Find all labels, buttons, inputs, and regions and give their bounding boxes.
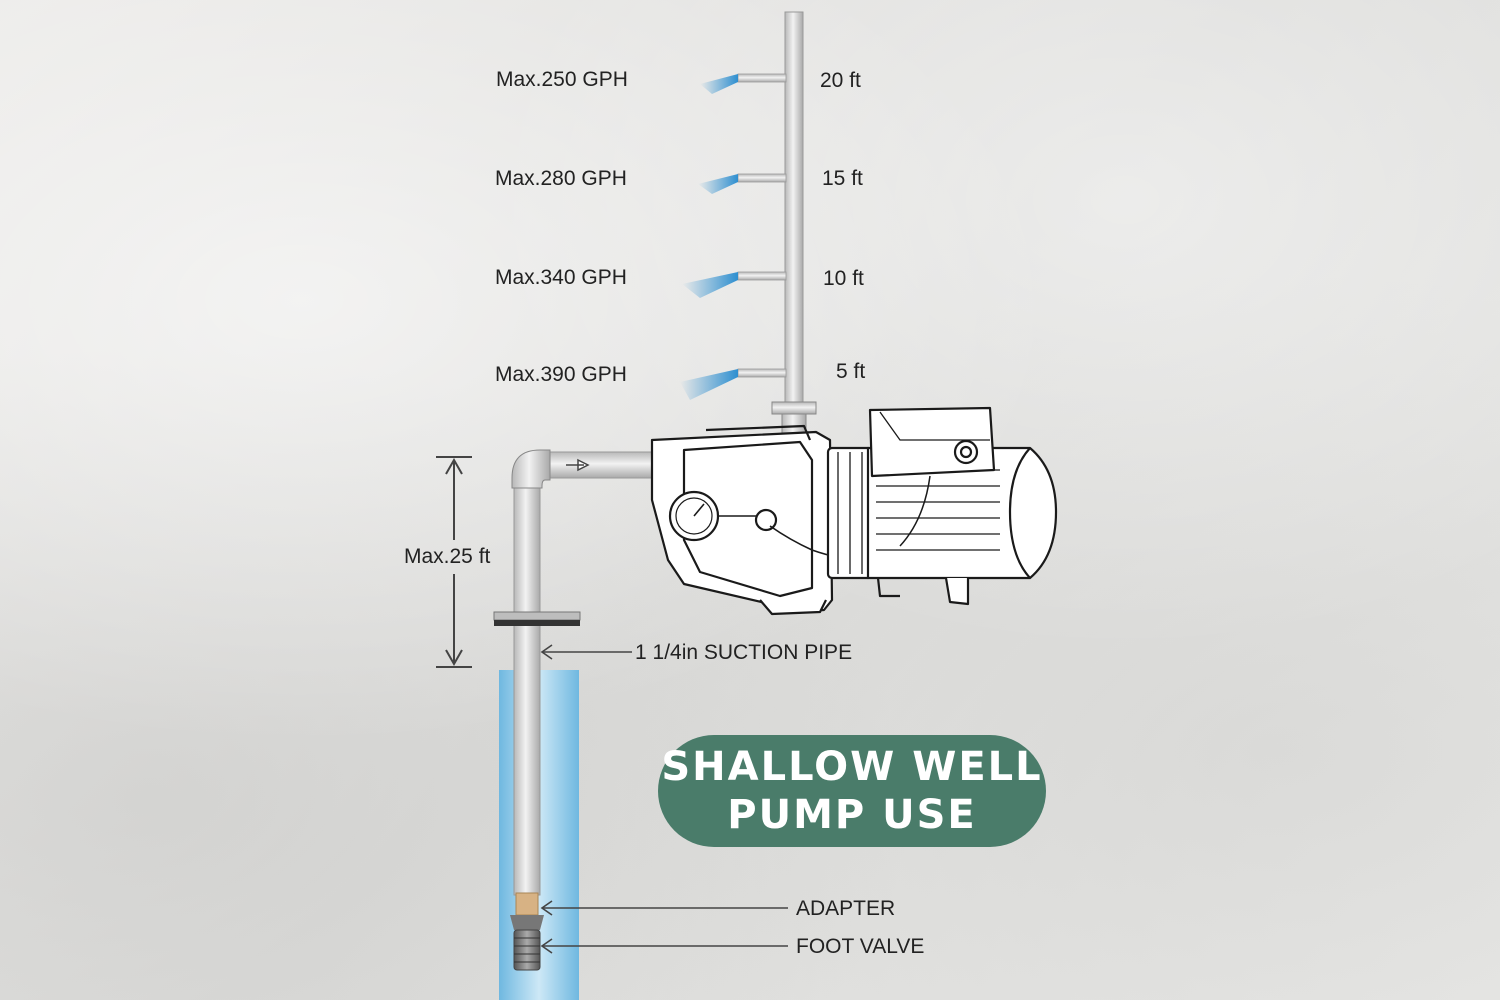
adapter-label: ADAPTER (796, 897, 896, 920)
foot-valve (510, 915, 544, 971)
discharge-pipe-neck (781, 413, 807, 435)
badge-line-2: PUMP USE (727, 792, 977, 838)
discharge-pipe (784, 11, 804, 413)
outlet-height-label-10ft: 10 ft (823, 267, 864, 290)
leader-lines (540, 644, 788, 954)
outlet-flow-label-20ft: Max.250 GPH (496, 68, 628, 91)
outlet-flow-label-10ft: Max.340 GPH (495, 266, 627, 289)
outlet-height-label-5ft: 5 ft (836, 360, 866, 383)
shallow-well-badge: SHALLOW WELL PUMP USE (658, 735, 1046, 847)
outlet-height-label-15ft: 15 ft (822, 167, 863, 190)
flow-arrow (566, 458, 590, 472)
badge-line-1: SHALLOW WELL (661, 744, 1043, 790)
adapter (515, 892, 539, 916)
outlet-10ft (682, 271, 787, 298)
outlet-flow-label-5ft: Max.390 GPH (495, 363, 627, 386)
suction-pipe (513, 484, 541, 896)
suction-pipe-label: 1 1/4in SUCTION PIPE (635, 641, 853, 664)
max-lift-label: Max.25 ft (404, 545, 491, 568)
pipe-elbow (511, 449, 551, 489)
suction-pipe-horizontal (547, 451, 657, 479)
outlet-flow-label-15ft: Max.280 GPH (495, 167, 627, 190)
outlet-20ft (700, 73, 787, 94)
foot-valve-label: FOOT VALVE (796, 935, 925, 958)
pipe-flange (493, 611, 581, 621)
max-lift-dimension (436, 456, 472, 668)
jet-pump (650, 406, 1058, 616)
outlet-5ft (680, 368, 787, 400)
discharge-pipe-fitting (771, 401, 817, 415)
outlet-height-label-20ft: 20 ft (820, 69, 861, 92)
outlet-15ft (698, 173, 787, 194)
